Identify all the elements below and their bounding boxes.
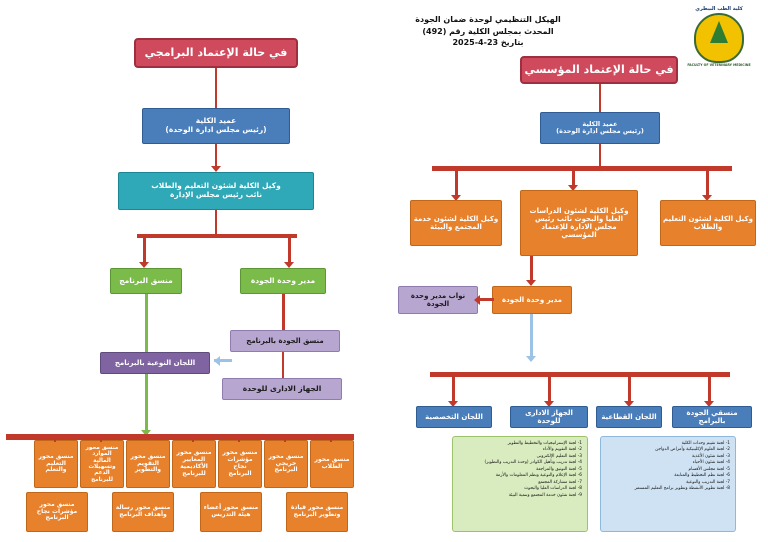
list-item: 2- لجنة العلوم الإكلينيكية وأمراض الدواج… (655, 447, 730, 453)
left-bottom-box-8: منسق محور أعضاء هيئة التدريس (200, 492, 262, 532)
left-bus-stub-3 (192, 438, 194, 442)
left-bus-stub-4 (100, 438, 102, 442)
list-item: 9- لجنة شئون خدمة المجتمع وتنمية البيئة (508, 492, 582, 498)
left-connector-down-program (143, 238, 146, 264)
right-specialized-committee-list: 1- لجنة الإستراتيجيات والتخطيط والتطوير … (452, 436, 588, 532)
list-item: 4- لجنة تدريب وتأهيل الكوادر (وحدة التدر… (484, 460, 582, 466)
left-connector-down-quality (288, 238, 291, 264)
left-bottom-box-7: منسق محور قيادة وتطوير البرنامج (286, 492, 348, 532)
left-bottom-box-1: منسق محور خريجي البرنامج (264, 440, 308, 488)
list-item: 6- لجنة الإعلام والتوعية ونظم المعلومات … (495, 473, 582, 479)
left-bottom-box-3: منسق محور المعايير الأكاديمية للبرنامج (172, 440, 216, 488)
faculty-logo: كلية الطب البيطري FACULTY OF VETERINARY … (680, 6, 758, 67)
left-connector-qm-down (282, 294, 285, 338)
left-dean-box: عميد الكلية (رئيس مجلس ادارة الوحدة) (142, 108, 290, 144)
list-item: 6- لجنة نظم التخطيط والمتابعة (674, 473, 730, 479)
left-bus-stub-2 (238, 438, 240, 442)
left-bottom-box-9: منسق محور رسالة وأهداف البرنامج (112, 492, 174, 532)
right-deputy-managers-box: نواب مدير وحدة الجودة (398, 286, 478, 314)
list-item: 1- لجنة تقييم وحدات الكلية (681, 441, 730, 446)
left-bus-stub-5 (54, 438, 56, 442)
right-quality-manager-box: مدير وحدة الجودة (492, 286, 572, 314)
left-bus-stub-1 (284, 438, 286, 442)
list-item: 1- لجنة الإستراتيجيات والتخطيط والتطوير (507, 441, 582, 446)
left-committees-program-box: اللجان النوعية بالبرنامج (100, 352, 210, 374)
logo-caption-bottom: FACULTY OF VETERINARY MEDICINE (687, 62, 751, 67)
right-connector-bus-top (432, 166, 732, 171)
left-bottom-box-6: منسق محور التعليم والتعلم (34, 440, 78, 488)
left-arrow-dean-vice (211, 166, 221, 172)
right-specialized-committees-box: اللجان التخصصية (416, 406, 492, 428)
left-connector-title-dean (215, 68, 217, 108)
logo-badge-icon (694, 12, 744, 63)
left-vice-dean-box: وكيل الكلية لشئون التعليم والطلاب نائب ر… (118, 172, 314, 210)
left-connector-lilac-admin (282, 352, 284, 378)
list-item: 4- لجنة شئون الأحياء (692, 460, 730, 466)
list-item: 8- لجنة تطوير الأنشطة وتطوير برامج التعل… (634, 486, 730, 492)
right-chart-title: في حالة الإعتماد المؤسسي (520, 56, 678, 84)
left-quality-coordinator-program-box: منسق الجودة بالبرنامج (230, 330, 340, 352)
right-stub-specialized (452, 377, 455, 403)
right-connector-dean-down (599, 144, 601, 168)
right-dean-box: عميد الكلية (رئيس مجلس ادارة الوحدة) (540, 112, 660, 144)
right-vice-community-box: وكيل الكلية لشئون خدمة المجتمع والبيئة (410, 200, 502, 246)
list-item: 5- لجنة مجلس الأقسام (688, 466, 730, 472)
logo-caption-top: كلية الطب البيطري (695, 6, 743, 12)
list-item: 2- لجنة التقويم والأداء (542, 447, 582, 453)
left-bottom-box-4: منسق محور التقويم والتطوير (126, 440, 170, 488)
right-arrow-deputy (474, 295, 480, 305)
right-arrow-admin (544, 401, 554, 407)
right-arrow-quality-manager (526, 280, 536, 286)
right-stub-graduate (572, 171, 575, 187)
left-arrow-quality (284, 262, 294, 268)
list-item: 8- لجنة الدراسات العليا والبحوث (524, 486, 582, 492)
left-arrow-green-bottom (141, 430, 151, 436)
right-arrow-programs (704, 401, 714, 407)
right-connector-qm-down (530, 314, 533, 360)
list-item: 3- لجنة التعليم الإلكترونى (536, 453, 582, 459)
right-connector-deputy (480, 298, 494, 301)
left-connector-vice-down (215, 210, 217, 236)
left-bottom-box-0: منسق محور الطلاب (310, 440, 354, 488)
right-arrow-community (451, 195, 461, 201)
right-stub-community (455, 171, 458, 197)
list-item: 7- لجنة مشاركة المجتمع (538, 479, 582, 485)
left-bus-stub-0 (330, 438, 332, 442)
right-arrow-qm-bus (526, 356, 536, 362)
right-bus-lower (430, 372, 730, 377)
left-bottom-box-2: منسق محور مؤشرات نجاح البرنامج (218, 440, 262, 488)
right-stub-admin (548, 377, 551, 403)
right-arrow-sector (624, 401, 634, 407)
list-item: 3- لجنة شئون الأغذية (692, 453, 730, 459)
right-vice-education-box: وكيل الكلية لشئون التعليم والطلاب (660, 200, 756, 246)
left-connector-dean-vice (215, 144, 217, 168)
left-quality-manager-box: مدير وحدة الجودة (240, 268, 326, 294)
left-bottom-box-5: منسق محور الموارد المالية وتسهيلات الدعم… (80, 440, 124, 488)
left-bottom-bus (6, 434, 354, 440)
right-connector-title-dean (599, 84, 601, 112)
right-sector-committee-list: 1- لجنة تقييم وحدات الكلية 2- لجنة العلو… (600, 436, 736, 532)
left-connector-lilac-committees (214, 359, 232, 362)
right-arrow-specialized (448, 401, 458, 407)
left-program-coordinator-box: منسق البرنامج (110, 268, 182, 294)
list-item: 5- لجنة التوثيق والمراجعة (536, 466, 582, 472)
right-stub-sector (628, 377, 631, 403)
left-arrow-program (139, 262, 149, 268)
right-sector-committees-box: اللجان القطاعية (596, 406, 662, 428)
right-stub-education (706, 171, 709, 197)
left-connector-horizontal-split (137, 234, 297, 238)
org-title: الهيكل التنظيمي لوحدة ضمان الجودة المحدث… (415, 15, 561, 48)
right-program-coordinators-box: منسقي الجودة بالبرامج (672, 406, 752, 428)
right-arrow-education (702, 195, 712, 201)
right-arrow-graduate (568, 185, 578, 191)
right-stub-programs (708, 377, 711, 403)
left-bottom-box-10: منسق محور مؤشرات نجاح البرنامج (26, 492, 88, 532)
list-item: 7- لجنة التدريب والتوعية (686, 479, 730, 485)
left-admin-unit-box: الجهاز الادارى للوحدة (222, 378, 342, 400)
right-admin-unit-box: الجهاز الادارى للوحدة (510, 406, 588, 428)
left-chart-title: في حالة الإعتماد البرامجي (134, 38, 298, 68)
right-connector-graduate-down (530, 256, 533, 282)
right-vice-graduate-box: وكيل الكلية لشئون الدراسات العليا والبحو… (520, 190, 638, 256)
